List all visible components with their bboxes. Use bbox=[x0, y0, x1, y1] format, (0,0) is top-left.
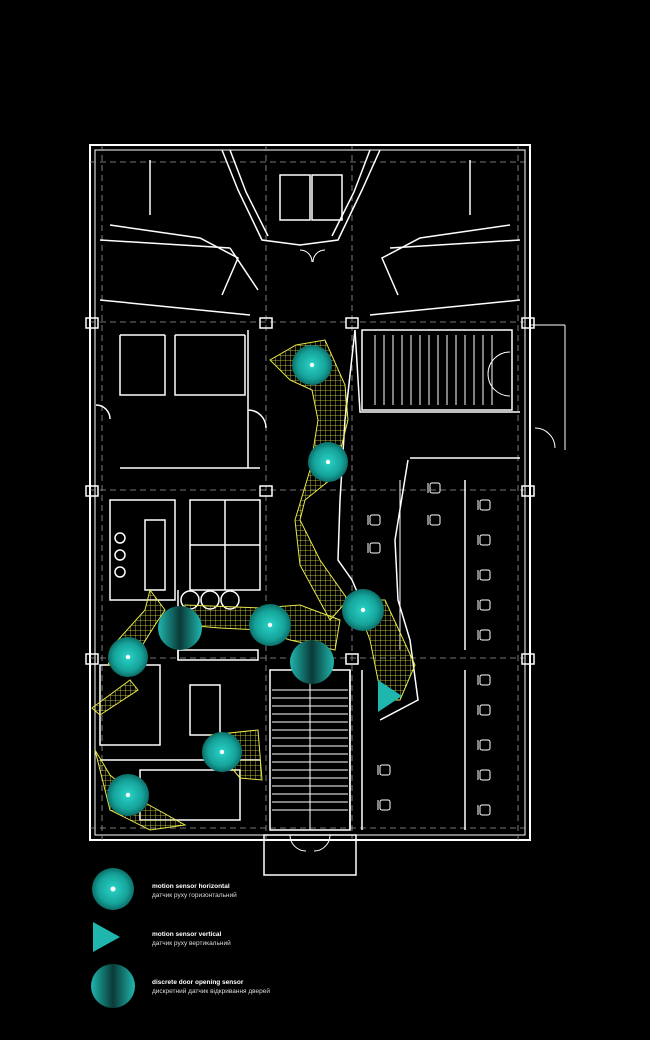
door-sensor-1 bbox=[158, 606, 202, 650]
motion-sensor-vertical-icon bbox=[93, 922, 120, 952]
chair-icon bbox=[377, 764, 391, 776]
right-open-office bbox=[367, 480, 491, 830]
motion-sensor-horizontal-icon bbox=[92, 868, 134, 910]
legend-item-horizontal: motion sensor horizontal датчик руху гор… bbox=[152, 882, 237, 900]
coverage-zones bbox=[91, 339, 416, 831]
chair-icon bbox=[377, 799, 391, 811]
legend-label-en: motion sensor horizontal bbox=[152, 883, 230, 890]
motion-sensor-4 bbox=[342, 589, 384, 631]
chair-icon bbox=[367, 514, 381, 526]
chair-icon bbox=[477, 804, 491, 816]
chair-icon bbox=[477, 534, 491, 546]
stairs-bottom bbox=[263, 669, 363, 876]
motion-sensor-6 bbox=[202, 732, 242, 772]
chair-icon bbox=[477, 769, 491, 781]
chair-icon bbox=[427, 514, 441, 526]
legend-icons bbox=[91, 868, 135, 1008]
chair-icon bbox=[477, 499, 491, 511]
motion-sensor-2 bbox=[308, 442, 348, 482]
chair-icon bbox=[427, 482, 441, 494]
columns bbox=[85, 317, 535, 665]
legend-label-en: discrete door opening sensor bbox=[152, 979, 244, 986]
vertical-sensor-1 bbox=[378, 680, 402, 712]
vertical-sensors bbox=[378, 680, 402, 712]
chair-icon bbox=[367, 542, 381, 554]
stairs-top bbox=[361, 324, 566, 450]
chair-icon bbox=[477, 569, 491, 581]
chair-icon bbox=[477, 704, 491, 716]
motion-sensors bbox=[107, 345, 384, 816]
motion-sensor-1 bbox=[292, 345, 332, 385]
legend-label-ru: дискретний датчик відкривання дверей bbox=[152, 988, 271, 995]
legend-item-vertical: motion sensor vertical датчик руху верти… bbox=[152, 930, 231, 948]
door-sensors bbox=[158, 606, 334, 684]
motion-sensor-5 bbox=[108, 637, 148, 677]
legend-label-en: motion sensor vertical bbox=[152, 931, 222, 938]
legend-item-door: discrete door opening sensor дискретний … bbox=[152, 978, 270, 996]
chair-icon bbox=[477, 674, 491, 686]
top-wing bbox=[99, 149, 521, 316]
door-sensor-2 bbox=[290, 640, 334, 684]
chair-icon bbox=[477, 629, 491, 641]
motion-sensor-3 bbox=[249, 604, 291, 646]
legend-label-ru: датчик руху горизонтальний bbox=[152, 892, 237, 899]
left-middle-rooms bbox=[95, 330, 267, 469]
motion-sensor-7 bbox=[107, 774, 149, 816]
chair-icon bbox=[477, 599, 491, 611]
legend-label-ru: датчик руху вертикальний bbox=[152, 940, 231, 947]
chair-icon bbox=[477, 739, 491, 751]
door-sensor-icon bbox=[91, 964, 135, 1008]
